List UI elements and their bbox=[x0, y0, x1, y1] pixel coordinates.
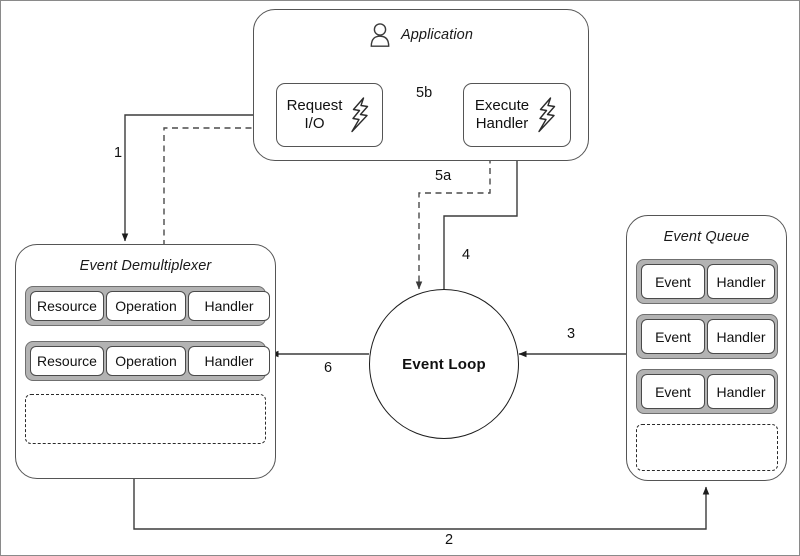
queue-cell-event[interactable]: Event bbox=[641, 264, 705, 299]
queue-row[interactable]: Event Handler bbox=[636, 314, 778, 359]
demux-cell-operation[interactable]: Operation bbox=[106, 291, 186, 321]
edge-label-6: 6 bbox=[324, 360, 333, 376]
lightning-bolt-icon bbox=[348, 96, 372, 134]
demux-cell-resource[interactable]: Resource bbox=[30, 291, 104, 321]
queue-cell-handler[interactable]: Handler bbox=[707, 264, 775, 299]
user-icon bbox=[369, 22, 391, 48]
event-demultiplexer-title: Event Demultiplexer bbox=[79, 258, 212, 274]
edge-label-2: 2 bbox=[445, 532, 454, 548]
demux-row[interactable]: Resource Operation Handler bbox=[25, 286, 270, 326]
queue-row[interactable]: Event Handler bbox=[636, 369, 778, 414]
edge-label-5b: 5b bbox=[416, 85, 433, 101]
queue-cell-event[interactable]: Event bbox=[641, 319, 705, 354]
queue-row[interactable]: Event Handler bbox=[636, 259, 778, 304]
execute-handler-box[interactable]: Execute Handler bbox=[463, 83, 571, 147]
queue-cell-event[interactable]: Event bbox=[641, 374, 705, 409]
queue-empty-slot[interactable] bbox=[636, 424, 778, 471]
execute-handler-label: Execute Handler bbox=[474, 96, 530, 132]
queue-cell-handler[interactable]: Handler bbox=[707, 319, 775, 354]
edge-label-1: 1 bbox=[114, 145, 123, 161]
demux-empty-slot[interactable] bbox=[25, 394, 266, 444]
edge-label-3: 3 bbox=[567, 326, 576, 342]
event-queue-title: Event Queue bbox=[663, 229, 750, 245]
demux-cell-operation[interactable]: Operation bbox=[106, 346, 186, 376]
demux-cell-resource[interactable]: Resource bbox=[30, 346, 104, 376]
application-title: Application bbox=[400, 27, 474, 43]
edge-label-4: 4 bbox=[462, 247, 471, 263]
event-loop-node[interactable]: Event Loop bbox=[369, 289, 519, 439]
request-io-box[interactable]: Request I/O bbox=[276, 83, 383, 147]
request-io-label: Request I/O bbox=[286, 96, 343, 132]
queue-cell-handler[interactable]: Handler bbox=[707, 374, 775, 409]
edge-5a-path bbox=[415, 147, 491, 290]
lightning-bolt-icon bbox=[535, 96, 559, 134]
demux-cell-handler[interactable]: Handler bbox=[188, 346, 270, 376]
event-loop-label: Event Loop bbox=[402, 355, 486, 373]
edge-2-path bbox=[133, 479, 710, 530]
edge-label-5a: 5a bbox=[435, 168, 452, 184]
demux-cell-handler[interactable]: Handler bbox=[188, 291, 270, 321]
edge-request-io-dashed-path bbox=[163, 124, 272, 246]
demux-row[interactable]: Resource Operation Handler bbox=[25, 341, 270, 381]
edge-1-path bbox=[121, 114, 276, 242]
